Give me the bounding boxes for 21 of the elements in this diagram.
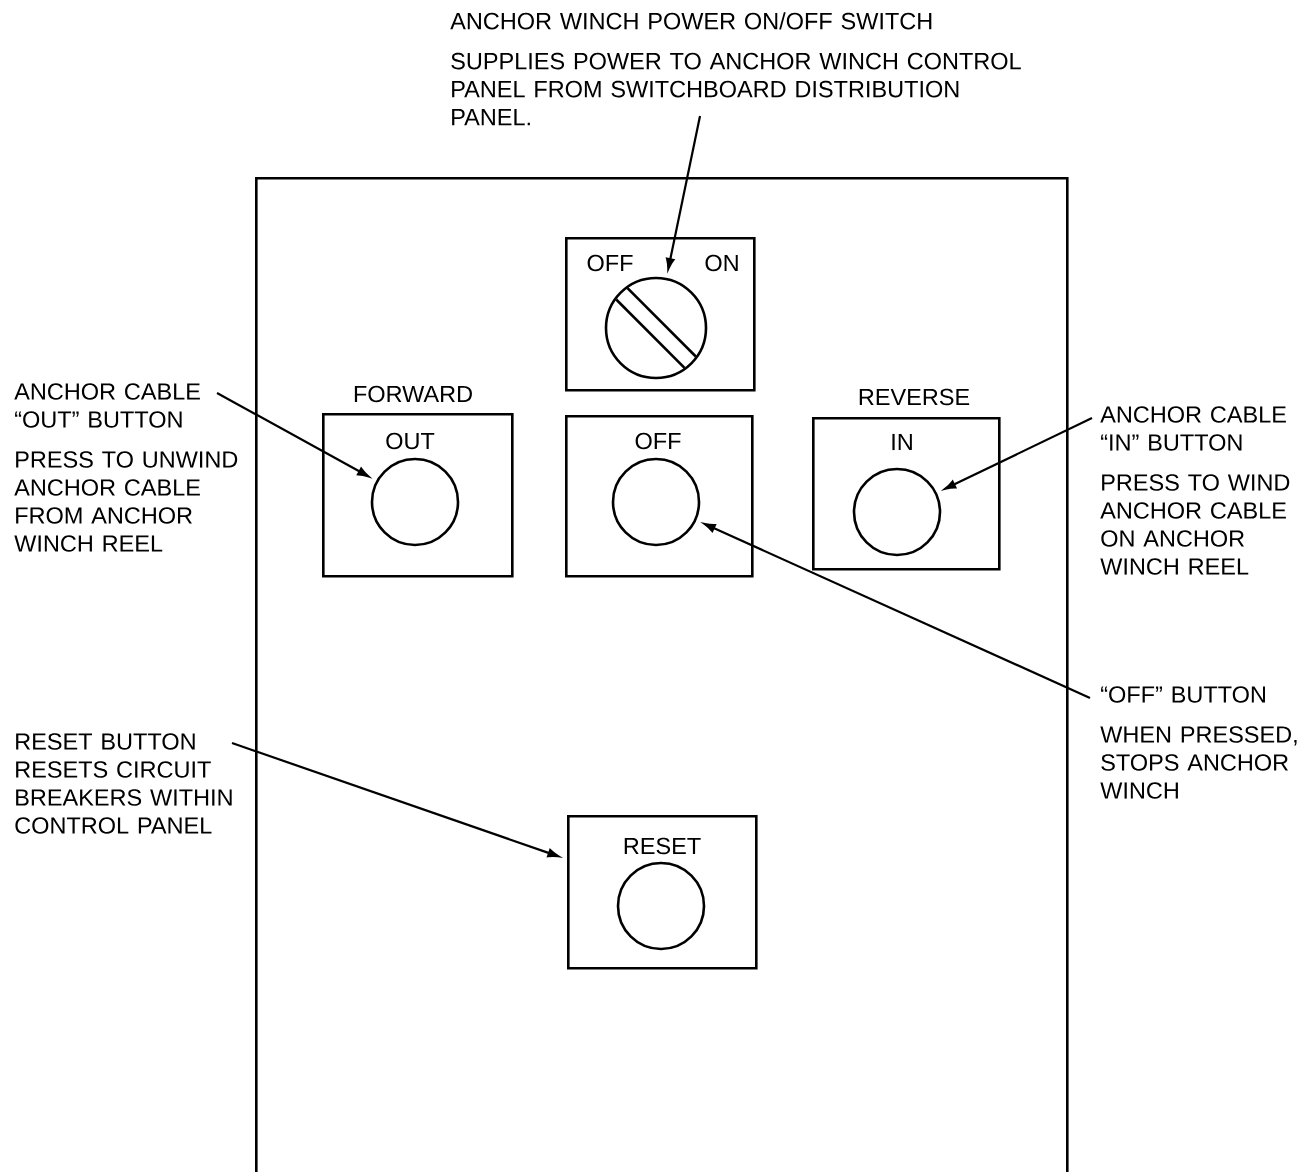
leader-arrow [703, 523, 1091, 699]
push-button [616, 861, 706, 951]
callout-text: ANCHOR CABLE “IN” BUTTON PRESS TO WIND ANCHOR CABLE ON ANCHOR WINCH REEL [1100, 406, 1290, 575]
button-plate: RESET [567, 815, 758, 970]
control-panel [255, 177, 1069, 1172]
leader-arrow [231, 741, 560, 858]
callout-text: ANCHOR WINCH POWER ON/OFF SWITCH SUPPLIES POWER TO ANCHOR WINCH CONTROL PANEL FROM SWITCHBOARD DISTRIBUTION PANEL. [450, 12, 1021, 126]
callout-text: ANCHOR CABLE “OUT” BUTTON PRESS TO UNWIND ANCHOR CABLE FROM ANCHOR WINCH REEL [14, 383, 238, 552]
button-plate: FORWARD OUT [322, 385, 514, 578]
callout-text: RESET BUTTON RESETS CIRCUIT BREAKERS WITHIN CONTROL PANEL [15, 733, 232, 834]
button-plate: REVERSE IN [812, 388, 1001, 571]
push-button [370, 457, 460, 547]
switch-plate: OFF ON [565, 237, 756, 392]
push-button [611, 457, 701, 547]
leader-arrow [216, 392, 370, 478]
node-label: REVERSE [859, 388, 970, 406]
callout-text: “OFF” BUTTON WHEN PRESSED, STOPS ANCHOR WINCH [1100, 686, 1297, 799]
push-button [852, 467, 942, 557]
node-label: FORWARD [354, 385, 472, 403]
button-plate: OFF [565, 415, 754, 578]
rotary-knob [604, 276, 708, 380]
